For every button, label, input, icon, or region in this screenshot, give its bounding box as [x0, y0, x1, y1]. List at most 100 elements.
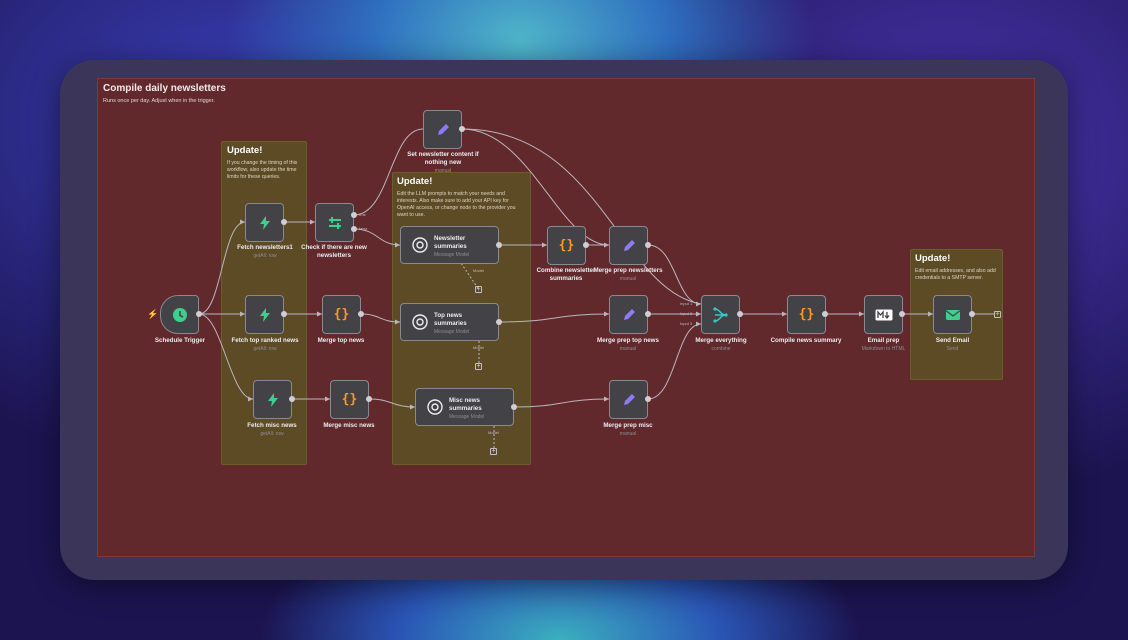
- output-port[interactable]: [899, 311, 905, 317]
- merge-prep-newsletters-node[interactable]: [609, 226, 648, 265]
- node-subtitle: manual: [619, 276, 637, 282]
- node-subtitle: Message Model: [434, 252, 470, 258]
- markdown-icon: [875, 309, 892, 320]
- node-subtitle: Message Model: [449, 414, 485, 420]
- sticky-heading: Update!: [227, 145, 263, 156]
- bolt-icon: [259, 307, 270, 322]
- model-port-label: Model: [473, 345, 484, 350]
- set-content-node[interactable]: [423, 110, 462, 149]
- node-label: Fetch misc news: [247, 422, 297, 429]
- merge-input-label: Input 2: [680, 311, 693, 316]
- false-output-label: false: [359, 226, 368, 231]
- node-subtitle: manual: [619, 431, 637, 437]
- output-port[interactable]: [645, 311, 651, 317]
- node-label: Schedule Trigger: [154, 337, 206, 344]
- merge-icon: [712, 306, 728, 323]
- check-newsletters-node[interactable]: [315, 203, 354, 242]
- output-port[interactable]: [281, 219, 287, 225]
- node-subtitle: getAll: row: [253, 253, 277, 259]
- openai-icon: [411, 236, 429, 259]
- node-subtitle: Markdown to HTML: [861, 346, 906, 352]
- output-port[interactable]: [822, 311, 828, 317]
- merge-prep-misc-node[interactable]: [609, 380, 648, 419]
- node-label: Combine newsletter summaries: [536, 267, 596, 282]
- node-label: Top news summaries: [434, 312, 467, 327]
- sticky-text: Edit the LLM prompts to match your needs…: [397, 191, 516, 218]
- node-label: Set newsletter content if nothing new: [407, 151, 479, 166]
- add-model-button[interactable]: +: [475, 363, 482, 370]
- braces-icon: {}: [798, 307, 815, 322]
- bolt-icon: [267, 392, 278, 407]
- node-subtitle: Send: [946, 346, 959, 352]
- node-subtitle: manual: [619, 346, 637, 352]
- pencil-icon: [623, 239, 635, 251]
- node-label: Merge prep top news: [597, 337, 659, 344]
- fetch-newsletters-node[interactable]: [245, 203, 284, 242]
- node-label: Merge everything: [695, 337, 747, 344]
- node-label: Check if there are new newsletters: [301, 244, 367, 259]
- braces-icon: {}: [341, 392, 358, 407]
- sticky-heading: Update!: [915, 253, 951, 264]
- output-port[interactable]: [496, 319, 502, 325]
- pencil-icon: [437, 123, 449, 135]
- node-label: Merge prep newsletters: [593, 267, 663, 274]
- compile-news-summary-node[interactable]: {}: [787, 295, 826, 334]
- model-port-label: Model: [488, 430, 499, 435]
- output-port[interactable]: [583, 242, 589, 248]
- add-model-button[interactable]: +: [490, 448, 497, 455]
- fetch-top-ranked-node[interactable]: [245, 295, 284, 334]
- node-subtitle: Message Model: [434, 329, 470, 335]
- merge-everything-node[interactable]: [701, 295, 740, 334]
- output-port[interactable]: [281, 311, 287, 317]
- output-port[interactable]: [459, 126, 465, 132]
- node-label: Email prep: [867, 337, 900, 344]
- output-port[interactable]: [358, 311, 364, 317]
- node-subtitle: getAll: row: [260, 431, 284, 437]
- output-port[interactable]: [645, 396, 651, 402]
- top-news-summaries-node[interactable]: Top news summaries Message Model: [400, 303, 499, 341]
- send-email-node[interactable]: [933, 295, 972, 334]
- true-output-label: true: [359, 212, 366, 217]
- merge-top-news-node[interactable]: {}: [322, 295, 361, 334]
- output-port[interactable]: [645, 242, 651, 248]
- node-label: Fetch top ranked news: [231, 337, 299, 344]
- merge-input-label: Input 3: [680, 321, 693, 326]
- node-label: Merge misc news: [323, 422, 375, 429]
- output-port[interactable]: [196, 311, 202, 317]
- merge-misc-news-node[interactable]: {}: [330, 380, 369, 419]
- merge-prep-top-news-node[interactable]: [609, 295, 648, 334]
- merge-input-label: Input 1: [680, 301, 693, 306]
- node-label: Merge prep misc: [603, 422, 653, 429]
- node-label: Compile news summary: [770, 337, 842, 344]
- output-port[interactable]: [969, 311, 975, 317]
- output-port[interactable]: [511, 404, 517, 410]
- node-label: Fetch newsletters1: [237, 244, 293, 251]
- output-port[interactable]: [737, 311, 743, 317]
- combine-newsletter-node[interactable]: {}: [547, 226, 586, 265]
- node-subtitle: getAll: row: [253, 346, 277, 352]
- output-port[interactable]: [289, 396, 295, 402]
- node-label: Newsletter summaries: [434, 235, 467, 250]
- openai-icon: [411, 313, 429, 336]
- add-model-button[interactable]: +: [475, 286, 482, 293]
- pencil-icon: [623, 308, 635, 320]
- schedule-trigger-node[interactable]: [160, 295, 199, 334]
- output-port[interactable]: [351, 226, 357, 232]
- add-node-button[interactable]: +: [994, 311, 1001, 318]
- misc-news-summaries-node[interactable]: Misc news summaries Message Model: [415, 388, 514, 426]
- pencil-icon: [623, 393, 635, 405]
- output-port[interactable]: [366, 396, 372, 402]
- sticky-text: If you change the timing of this workflo…: [227, 160, 298, 180]
- envelope-icon: [945, 309, 960, 320]
- newsletter-summaries-node[interactable]: Newsletter summaries Message Model: [400, 226, 499, 264]
- email-prep-node[interactable]: [864, 295, 903, 334]
- clock-icon: [172, 307, 187, 322]
- node-label: Misc news summaries: [449, 397, 482, 412]
- output-port[interactable]: [351, 212, 357, 218]
- fetch-misc-node[interactable]: [253, 380, 292, 419]
- workflow-subtitle: Runs once per day. Adjust when in the tr…: [103, 98, 215, 104]
- node-label: Merge top news: [317, 337, 365, 344]
- output-port[interactable]: [496, 242, 502, 248]
- braces-icon: {}: [558, 238, 575, 253]
